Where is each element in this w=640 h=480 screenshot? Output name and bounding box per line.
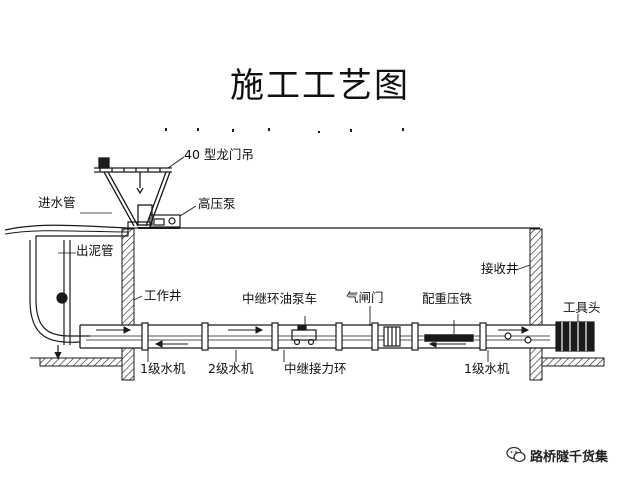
label-relay-ring: 中继接力环 [284,361,347,376]
label-air-valve: 气闸门 [346,290,384,305]
watermark-text: 路桥隧千货集 [530,449,609,465]
label-relay-pump-car: 中继环油泵车 [242,291,318,306]
pipe-joints [141,322,487,351]
air-valve [383,326,401,347]
label-gantry-crane: 40 型龙门吊 [184,147,254,162]
label-machine-1: 1级水机 [140,361,186,376]
label-high-pressure-pump: 高压泵 [198,196,236,211]
high-pressure-pump [149,214,181,228]
watermark: 路桥隧千货集 [506,445,608,465]
label-counterweight: 配重压铁 [422,291,473,306]
label-tool-head: 工具头 [563,300,601,315]
page-title: 施工工艺图 [230,66,410,106]
gantry-crane [94,157,180,229]
gantry-leader-line [167,156,185,169]
pump-leader-line [179,205,197,217]
label-inlet-pipe: 进水管 [38,195,76,210]
label-machine-2: 2级水机 [208,361,254,376]
label-machine-1-right: 1级水机 [464,361,510,376]
label-work-shaft: 工作井 [144,288,182,303]
label-receiving-shaft: 接收井 [481,261,519,276]
counterweight [423,333,475,343]
wechat-icon [506,446,526,463]
specks [165,128,404,133]
mud-pipe [54,240,76,360]
label-mud-pipe: 出泥管 [76,243,114,258]
relay-pump-car [291,325,317,346]
work-shaft-wall [121,228,135,381]
receiving-shaft-wall [529,228,543,381]
tool-head [504,321,595,352]
flow-arrows [96,326,530,348]
leader-lines [133,264,579,362]
work-shaft-floor [30,357,123,367]
receiving-shaft-floor [541,357,605,367]
ground-line [4,224,540,235]
